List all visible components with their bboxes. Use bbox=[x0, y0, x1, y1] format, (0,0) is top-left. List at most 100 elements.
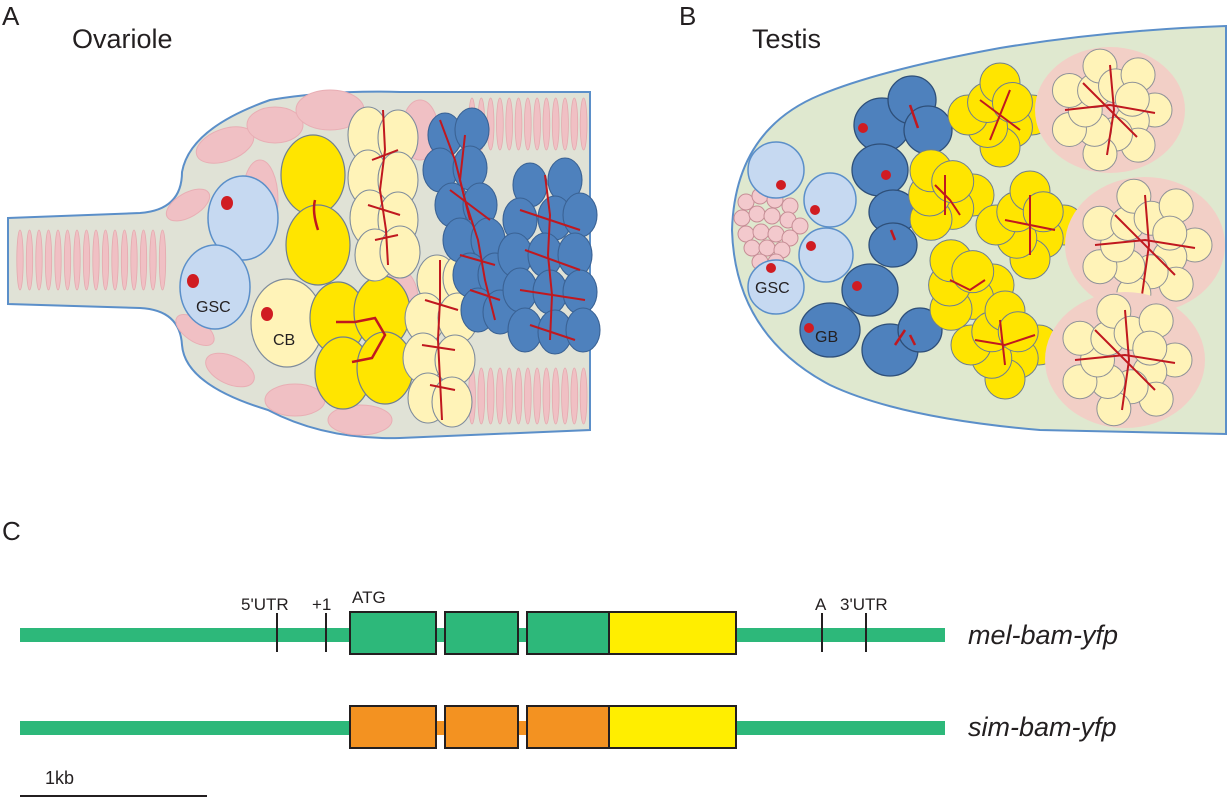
hub-cell bbox=[781, 229, 799, 247]
fusome bbox=[421, 344, 456, 351]
fusome bbox=[908, 104, 920, 129]
filament-stripe bbox=[158, 229, 167, 291]
fusome bbox=[1082, 82, 1138, 138]
hub-cell bbox=[748, 205, 766, 223]
marker-label: +1 bbox=[312, 595, 331, 614]
germ-cell bbox=[562, 269, 598, 315]
filament-stripe bbox=[44, 229, 53, 291]
fusome bbox=[908, 334, 917, 346]
hub-cell bbox=[763, 207, 781, 225]
testis-gsc-label: GSC bbox=[755, 280, 790, 297]
fusome-dot bbox=[881, 170, 891, 180]
hub-cell bbox=[791, 217, 809, 235]
cb-label: CB bbox=[273, 332, 295, 349]
sheath-stripes-bottom bbox=[468, 367, 588, 425]
filament-stripe bbox=[82, 229, 91, 291]
spermatogonium bbox=[868, 222, 918, 268]
filament-stripe bbox=[92, 229, 100, 291]
filament-stripe bbox=[139, 229, 148, 291]
fusome bbox=[519, 209, 581, 231]
fusome bbox=[519, 289, 586, 301]
fusome bbox=[544, 174, 554, 341]
fusome bbox=[459, 254, 496, 266]
germ-cell bbox=[991, 82, 1033, 124]
hub-cell bbox=[743, 239, 761, 257]
filament-stripe bbox=[63, 229, 72, 291]
fusome bbox=[429, 384, 456, 391]
blue-cyst bbox=[497, 157, 601, 355]
pale-cysts bbox=[1035, 47, 1225, 428]
fusome bbox=[893, 329, 907, 346]
fusome bbox=[449, 189, 491, 221]
hub-cells bbox=[733, 187, 809, 271]
spectrosome-dot bbox=[261, 307, 273, 321]
germ-cell bbox=[1022, 191, 1064, 233]
sheath-stripe bbox=[496, 97, 504, 151]
hub-cell bbox=[733, 209, 751, 227]
filament-stripe bbox=[130, 229, 138, 291]
exon-2 bbox=[444, 705, 519, 749]
fusome bbox=[974, 334, 1036, 347]
panel-b: B Testis GSC GB bbox=[679, 1, 1227, 436]
filament-stripe bbox=[25, 229, 34, 291]
filament-stripe bbox=[120, 229, 129, 291]
fusome bbox=[949, 279, 986, 292]
sheath-stripe bbox=[523, 367, 532, 425]
fusome bbox=[367, 204, 401, 216]
fusome bbox=[524, 249, 581, 271]
spermatogonium bbox=[799, 302, 861, 358]
yellow-cysts bbox=[908, 62, 1085, 400]
marker-label: ATG bbox=[352, 588, 386, 607]
sheath-stripe bbox=[496, 367, 504, 425]
filament-stripe bbox=[16, 229, 24, 291]
fusome bbox=[371, 149, 399, 161]
spectrosome-dot bbox=[221, 196, 233, 210]
fusome bbox=[934, 184, 961, 216]
panel-c: C 5'UTR +1 ATG A 3'UTR mel-bam-yfp bbox=[2, 516, 1118, 797]
sheath-stripe bbox=[579, 97, 588, 151]
marker-label: A bbox=[815, 595, 827, 614]
spermatogonium bbox=[841, 263, 899, 317]
sim-bam-yfp-construct: sim-bam-yfp bbox=[20, 705, 1117, 749]
exon-1 bbox=[349, 611, 437, 655]
four-cell-cyst bbox=[309, 275, 414, 410]
yfp-tag bbox=[608, 705, 737, 749]
sheath-stripe bbox=[486, 367, 495, 425]
marker-label: 5'UTR bbox=[241, 595, 289, 614]
sheath-stripe bbox=[514, 367, 523, 425]
germ-cell bbox=[931, 160, 975, 204]
sheath-stripe bbox=[561, 367, 569, 425]
filament-stripe bbox=[111, 229, 119, 291]
germ-cell bbox=[1152, 215, 1188, 251]
fusome bbox=[1064, 103, 1156, 114]
exon-2 bbox=[444, 611, 519, 655]
exon-1 bbox=[349, 705, 437, 749]
fusome bbox=[439, 119, 496, 321]
germ-cell bbox=[454, 107, 490, 153]
sheath-stripe bbox=[505, 367, 514, 425]
fusome bbox=[999, 319, 1006, 366]
filament-stripe bbox=[73, 229, 81, 291]
hub-cell bbox=[767, 225, 785, 243]
germ-cell bbox=[951, 250, 995, 294]
fusome bbox=[1106, 64, 1116, 156]
germ-cell bbox=[997, 311, 1039, 353]
fusome bbox=[529, 324, 576, 341]
germ-cell bbox=[431, 376, 473, 428]
fusome bbox=[458, 134, 471, 221]
panel-c-letter: C bbox=[2, 516, 21, 546]
germ-cell bbox=[1132, 330, 1168, 366]
gsc-cell-lower bbox=[179, 244, 251, 330]
germ-cell bbox=[507, 307, 543, 353]
two-cell-cyst bbox=[280, 134, 351, 286]
filament-stripe bbox=[101, 229, 110, 291]
hub-cell bbox=[781, 197, 799, 215]
yfp-tag bbox=[608, 611, 737, 655]
exon-3 bbox=[526, 611, 610, 655]
spermatogonium bbox=[897, 307, 943, 353]
fusome bbox=[374, 234, 399, 241]
sheath-stripe bbox=[570, 97, 579, 151]
sheath-stripe bbox=[533, 97, 541, 151]
fusome bbox=[1094, 329, 1156, 391]
